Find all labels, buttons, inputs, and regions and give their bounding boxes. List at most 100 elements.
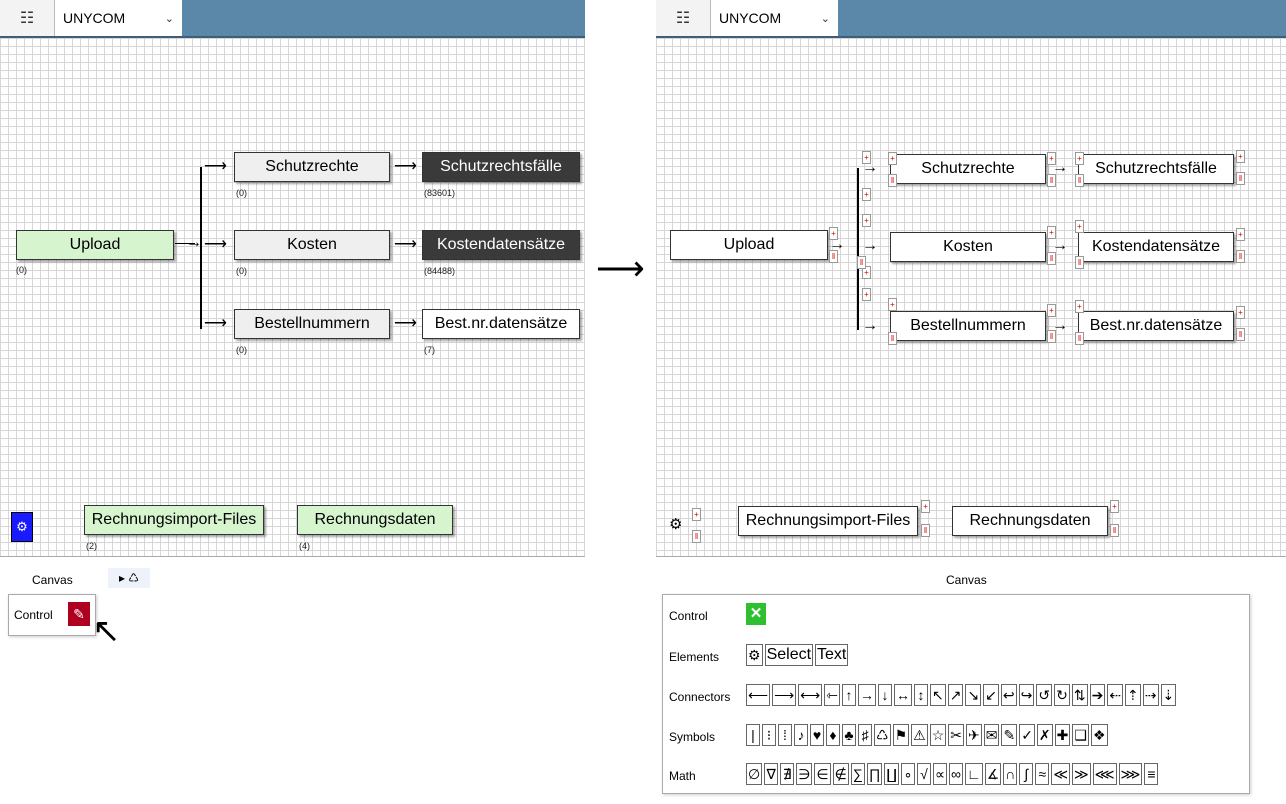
add-handle[interactable]: + (1047, 304, 1056, 317)
add-handle[interactable]: + (862, 288, 871, 301)
connector-tool-16[interactable]: ↻ (1054, 684, 1070, 706)
connector-tool-6[interactable]: ↓ (877, 684, 892, 706)
delete-handle[interactable]: ǁ (888, 332, 897, 345)
connector-tool-11[interactable]: ↘ (965, 684, 982, 706)
math-tool-18[interactable]: ≪ (1051, 763, 1070, 785)
add-handle[interactable]: + (862, 214, 871, 227)
delete-handle[interactable]: ǁ (921, 524, 930, 537)
connector-tool-19[interactable]: ⇠ (1107, 684, 1124, 706)
add-handle[interactable]: + (1075, 152, 1084, 165)
node-bestnr[interactable]: Best.nr.datensätze (422, 309, 580, 339)
math-tool-15[interactable]: ∩ (1003, 763, 1018, 785)
add-handle[interactable]: + (829, 227, 838, 240)
math-tool-11[interactable]: ∝ (932, 763, 947, 785)
delete-handle[interactable]: ǁ (1236, 172, 1245, 185)
math-tool-20[interactable]: ⋘ (1092, 763, 1117, 785)
node-bestellnummern[interactable]: Bestellnummern (234, 309, 390, 339)
connector-tool-5[interactable]: → (857, 684, 876, 706)
add-handle[interactable]: + (1047, 152, 1056, 165)
menu-icon[interactable]: ☷ (0, 0, 54, 36)
connector-tool-18[interactable]: ➔ (1089, 684, 1106, 706)
connector-tool-17[interactable]: ⇅ (1071, 684, 1088, 706)
text-tool[interactable]: Text (815, 644, 849, 666)
node-kostendatensaetze[interactable]: Kostendatensätze (422, 230, 580, 260)
left-canvas-grid[interactable] (0, 38, 585, 557)
symbol-tool-12[interactable]: ✂ (948, 724, 964, 746)
symbol-tool-18[interactable]: ✚ (1054, 724, 1071, 746)
add-handle[interactable]: + (921, 500, 930, 513)
math-tool-3[interactable]: ∋ (796, 763, 813, 785)
symbol-tool-16[interactable]: ✓ (1019, 724, 1035, 746)
select-tool[interactable]: Select (764, 644, 814, 666)
connector-tool-15[interactable]: ↺ (1036, 684, 1053, 706)
connector-tool-13[interactable]: ↩ (1000, 684, 1017, 706)
menu-icon[interactable]: ☷ (656, 0, 710, 36)
connector-tool-20[interactable]: ⇡ (1125, 684, 1141, 706)
delete-handle[interactable]: ǁ (692, 530, 701, 543)
node-bestnr[interactable]: Best.nr.datensätze (1078, 311, 1234, 341)
gear-icon[interactable]: ⚙ (11, 512, 33, 542)
close-icon[interactable]: ✕ (746, 603, 766, 625)
symbol-tool-13[interactable]: ✈ (965, 724, 982, 746)
delete-handle[interactable]: ǁ (1075, 256, 1084, 269)
delete-handle[interactable]: ǁ (1047, 330, 1056, 343)
delete-handle[interactable]: ǁ (1236, 328, 1245, 341)
gear-icon[interactable]: ⚙ (746, 644, 763, 666)
symbol-tool-8[interactable]: ♺ (874, 724, 891, 746)
math-tool-9[interactable]: ∘ (900, 763, 915, 785)
node-kosten[interactable]: Kosten (890, 232, 1046, 262)
delete-handle[interactable]: ǁ (1236, 250, 1245, 263)
node-kostendatensaetze[interactable]: Kostendatensätze (1078, 232, 1234, 262)
connector-tool-4[interactable]: ↑ (841, 684, 856, 706)
math-tool-0[interactable]: ∅ (746, 763, 763, 785)
add-handle[interactable]: + (1236, 228, 1245, 241)
math-tool-8[interactable]: ∐ (884, 763, 899, 785)
node-rechnungsimport[interactable]: Rechnungsimport-Files (84, 505, 264, 535)
symbol-tool-2[interactable]: ⁞ (778, 724, 792, 746)
connector-tool-12[interactable]: ↙ (983, 684, 999, 706)
symbol-tool-20[interactable]: ❖ (1090, 724, 1108, 746)
node-schutzrechtsfaelle[interactable]: Schutzrechtsfälle (422, 152, 580, 182)
add-handle[interactable]: + (1047, 226, 1056, 239)
connector-tool-10[interactable]: ↗ (947, 684, 964, 706)
symbol-tool-7[interactable]: ♯ (858, 724, 872, 746)
add-handle[interactable]: + (888, 298, 897, 311)
connector-tool-21[interactable]: ⇢ (1142, 684, 1159, 706)
connector-tool-8[interactable]: ↕ (913, 684, 928, 706)
node-rechnungsimport[interactable]: Rechnungsimport-Files (738, 506, 918, 536)
add-handle[interactable]: + (888, 152, 897, 165)
connector-tool-3[interactable]: ⇽ (824, 684, 840, 706)
delete-handle[interactable]: ǁ (857, 256, 866, 269)
pencil-icon[interactable]: ✎ (68, 602, 90, 626)
math-tool-13[interactable]: ∟ (964, 763, 983, 785)
delete-handle[interactable]: ǁ (888, 174, 897, 187)
math-tool-5[interactable]: ∉ (832, 763, 849, 785)
symbol-tool-6[interactable]: ♣ (842, 724, 856, 746)
math-tool-14[interactable]: ∡ (984, 763, 1002, 785)
math-tool-22[interactable]: ≡ (1144, 763, 1159, 785)
add-handle[interactable]: + (1110, 500, 1119, 513)
math-tool-10[interactable]: √ (916, 763, 931, 785)
add-handle[interactable]: + (692, 508, 701, 521)
node-rechnungsdaten[interactable]: Rechnungsdaten (297, 505, 453, 535)
connector-tool-2[interactable]: ⟷ (798, 684, 823, 706)
symbol-tool-1[interactable]: ⁝ (762, 724, 776, 746)
symbol-tool-9[interactable]: ⚑ (892, 724, 910, 746)
add-handle[interactable]: + (1075, 300, 1084, 313)
connector-tool-0[interactable]: ⟵ (746, 684, 771, 706)
math-tool-1[interactable]: ∇ (764, 763, 779, 785)
symbol-tool-3[interactable]: ♪ (794, 724, 808, 746)
delete-handle[interactable]: ǁ (1047, 252, 1056, 265)
project-select[interactable]: UNYCOM ⌄ (710, 0, 838, 36)
add-handle[interactable]: + (862, 266, 871, 279)
add-handle[interactable]: + (1236, 150, 1245, 163)
symbol-tool-11[interactable]: ☆ (929, 724, 947, 746)
canvas-toggle[interactable]: ▸ ♺ (108, 568, 150, 588)
node-upload[interactable]: Upload (16, 230, 174, 260)
right-canvas-grid[interactable] (656, 38, 1286, 557)
symbol-tool-19[interactable]: ❑ (1072, 724, 1089, 746)
node-bestellnummern[interactable]: Bestellnummern (890, 311, 1046, 341)
delete-handle[interactable]: ǁ (1075, 174, 1084, 187)
math-tool-16[interactable]: ∫ (1019, 763, 1034, 785)
node-kosten[interactable]: Kosten (234, 230, 390, 260)
